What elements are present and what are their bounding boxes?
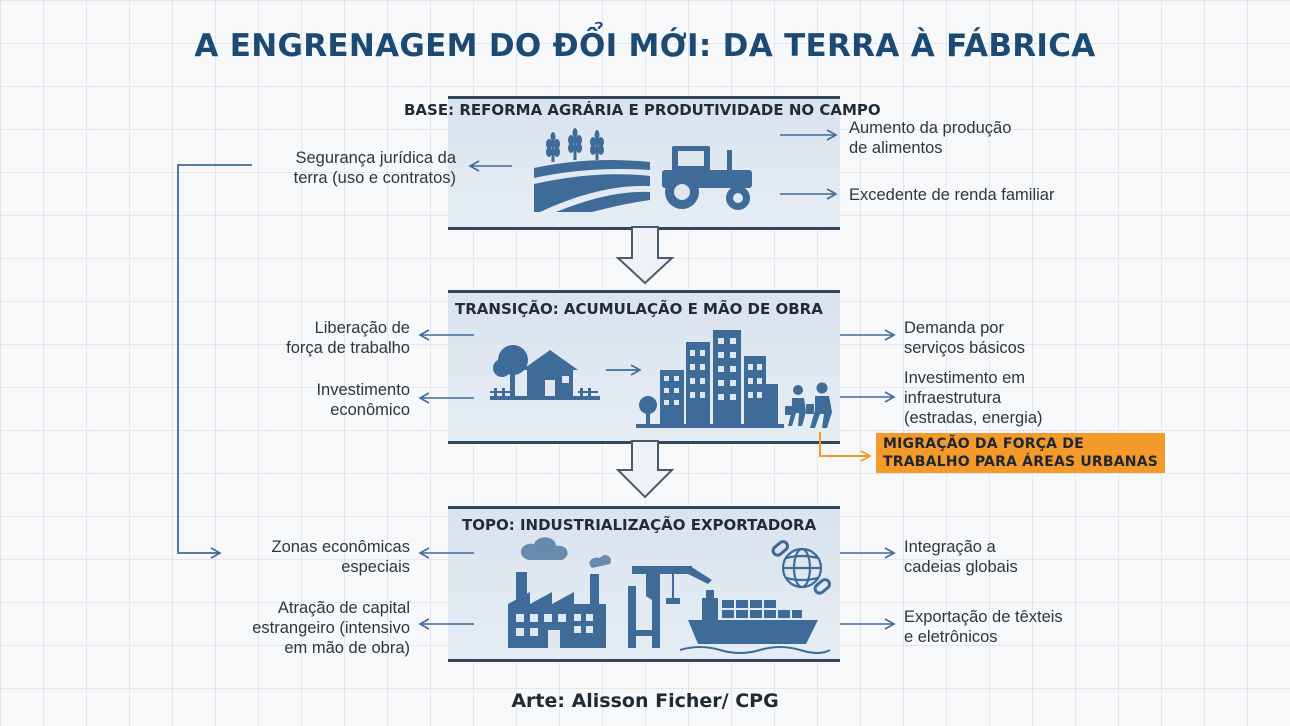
label-line: Aumento da produção xyxy=(849,119,1012,137)
label-line: MIGRAÇÃO DA FORÇA DE xyxy=(883,436,1084,452)
label-line: Atração de capital xyxy=(277,599,410,617)
label-economic-investment: Investimento econômico xyxy=(210,380,410,420)
label-line: especiais xyxy=(341,558,410,576)
label-line: Investimento em xyxy=(904,369,1026,387)
factory-windows xyxy=(516,614,593,648)
label-line: (estradas, energia) xyxy=(904,409,1043,427)
label-line: serviços básicos xyxy=(904,339,1026,357)
stage-down-arrow-1 xyxy=(615,226,675,285)
label-line: em mão de obra) xyxy=(284,639,410,657)
label-line: infraestrutura xyxy=(904,389,1002,407)
label-line: Segurança jurídica da xyxy=(295,149,456,167)
migration-highlight-label: MIGRAÇÃO DA FORÇA DE TRABALHO PARA ÁREAS… xyxy=(876,433,1166,473)
label-line: cadeias globais xyxy=(904,558,1018,576)
label-line: Investimento xyxy=(316,381,410,399)
port-crane-icon xyxy=(628,566,712,648)
transition-heading: TRANSIÇÃO: ACUMULAÇÃO E MÃO DE OBRA xyxy=(455,300,823,318)
label-line: Demanda por xyxy=(904,319,1004,337)
feedback-connector xyxy=(177,164,252,559)
arrow-migration-orange xyxy=(819,432,872,462)
label-exports: Exportação de têxteis e eletrônicos xyxy=(904,607,1063,647)
label-line: TRABALHO PARA ÁREAS URBANAS xyxy=(883,454,1159,470)
label-infrastructure: Investimento em infraestrutura (estradas… xyxy=(904,368,1043,428)
rural-house-icon xyxy=(490,345,600,400)
label-line: terra (uso e contratos) xyxy=(293,169,456,187)
globe-chain-icon xyxy=(771,540,832,595)
label-services-demand: Demanda por serviços básicos xyxy=(904,318,1025,358)
label-income-surplus: Excedente de renda familiar xyxy=(849,186,1055,204)
migrating-workers-icon xyxy=(785,382,832,428)
label-labor-release: Liberação de força de trabalho xyxy=(210,318,410,358)
page-title: A ENGRENAGEM DO ĐỔI MỚI: DA TERRA À FÁBR… xyxy=(194,28,1096,64)
label-line: de alimentos xyxy=(849,139,943,157)
label-line: Exportação de têxteis xyxy=(904,608,1063,626)
label-food-production: Aumento da produção de alimentos xyxy=(849,118,1011,158)
base-heading: BASE: REFORMA AGRÁRIA E PRODUTIVIDADE NO… xyxy=(404,101,881,119)
tractor-icon xyxy=(662,146,752,210)
label-foreign-capital: Atração de capital estrangeiro (intensiv… xyxy=(190,598,410,658)
label-global-chains: Integração a cadeias globais xyxy=(904,537,1018,577)
art-credit: Arte: Alisson Ficher/ CPG xyxy=(511,690,779,712)
label-legal-security: Segurança jurídica da terra (uso e contr… xyxy=(234,148,456,188)
label-line: estrangeiro (intensivo xyxy=(252,619,410,637)
city-windows xyxy=(664,338,762,405)
label-line: Integração a xyxy=(904,538,996,556)
label-special-zones: Zonas econômicas especiais xyxy=(210,537,411,577)
label-line: e eletrônicos xyxy=(904,628,998,646)
farm-field-icon xyxy=(534,128,650,212)
stage-down-arrow-2 xyxy=(615,440,675,499)
label-line: econômico xyxy=(330,401,410,419)
top-heading: TOPO: INDUSTRIALIZAÇÃO EXPORTADORA xyxy=(462,516,817,534)
label-line: Liberação de xyxy=(314,319,410,337)
label-line: Zonas econômicas xyxy=(271,538,411,556)
label-line: força de trabalho xyxy=(286,339,410,357)
cargo-ship-icon xyxy=(679,590,831,654)
